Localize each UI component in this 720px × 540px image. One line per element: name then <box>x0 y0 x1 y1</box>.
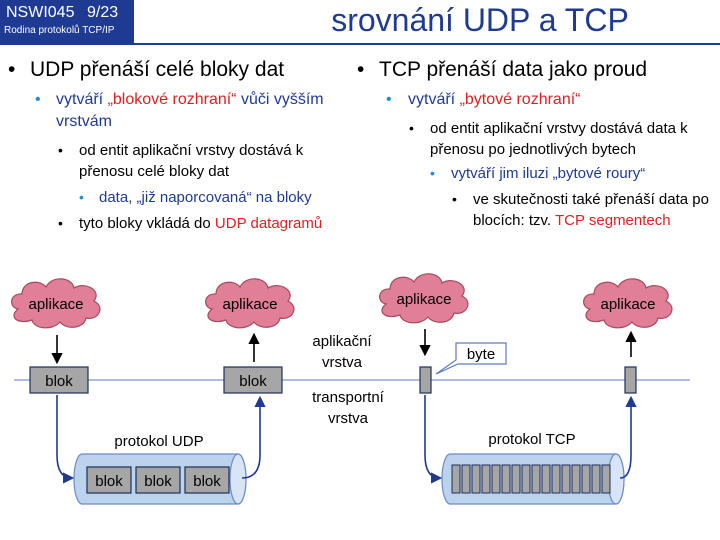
tcp-byte-cell <box>571 464 581 494</box>
tcp-item-1-sub: vytváří jim iluzi „bytové roury“ <box>451 165 646 182</box>
udp-item-1-sub: data, „již naporcovaná“ na bloky <box>99 189 312 206</box>
tcp-send-byte <box>419 366 432 394</box>
layer-transport-label: transportní <box>312 389 385 406</box>
cloud-app-udp-receiver: aplikace <box>204 278 295 329</box>
udp-protocol-label: protokol UDP <box>114 433 203 450</box>
bullet-dot: • <box>452 191 457 207</box>
bullet-dot: • <box>8 58 16 81</box>
app-label: aplikace <box>28 296 83 313</box>
block-label: blok <box>95 473 123 490</box>
app-label: aplikace <box>222 296 277 313</box>
cloud-app-tcp-receiver: aplikace <box>582 278 673 329</box>
block-label: blok <box>144 473 172 490</box>
tcp-byte-cell <box>501 464 511 494</box>
tcp-item-1-sub-sub: ve skutečnosti také přenáší data po bloc… <box>473 189 718 231</box>
udp-item-1: od entit aplikační vrstvy dostává k přen… <box>79 142 304 180</box>
udp-pipe-block: blok <box>184 466 230 494</box>
tcp-segment-highlight: TCP segmentech <box>554 212 671 229</box>
tcp-protocol-label: protokol TCP <box>488 431 575 448</box>
udp-item-2-prefix: tyto bloky vkládá do <box>79 215 215 232</box>
byte-label: byte <box>467 346 495 363</box>
tcp-byte-cell <box>531 464 541 494</box>
slide-number: 9/23 <box>87 4 119 21</box>
tcp-byte-cell <box>521 464 531 494</box>
udp-item-2-highlight: UDP datagramů <box>214 215 323 232</box>
udp-send-path-arrow <box>56 395 75 484</box>
tcp-item-1: od entit aplikační vrstvy dostává data k… <box>430 120 688 158</box>
tcp-byte-cell <box>451 464 461 494</box>
block-label: blok <box>193 473 221 490</box>
layer-transport-label: vrstva <box>328 410 369 427</box>
tcp-byte-cell <box>601 464 611 494</box>
tcp-receive-byte <box>624 366 637 394</box>
tcp-segment-prefix: ve skutečnosti také přenáší data po bloc… <box>473 191 709 229</box>
tcp-byte-cell <box>511 464 521 494</box>
bullet-dot: • <box>409 120 414 136</box>
layer-app-label: aplikační <box>312 333 372 350</box>
udp-pipe-block: blok <box>135 466 181 494</box>
cloud-app-tcp-sender: aplikace <box>378 273 469 324</box>
udp-receive-path-arrow <box>241 395 266 479</box>
slide-title: srovnání UDP a TCP <box>331 2 629 38</box>
tcp-send-path-arrow <box>424 395 443 484</box>
tcp-byte-cell <box>551 464 561 494</box>
tcp-byte-cell <box>461 464 471 494</box>
block-label: blok <box>239 373 267 390</box>
udp-interface-highlight: „blokové rozhraní“ <box>107 91 237 108</box>
tcp-byte-cell <box>591 464 601 494</box>
bullet-dot: • <box>35 91 41 108</box>
udp-bullet: UDP přenáší celé bloky dat <box>30 58 285 81</box>
bullet-dot: • <box>357 58 365 81</box>
title-rule <box>0 43 720 45</box>
tcp-interface-text: vytváří „bytové rozhraní“ <box>408 89 708 111</box>
tcp-byte-cell <box>491 464 501 494</box>
header-badge: NSWI045 9/23 Rodina protokolů TCP/IP <box>0 0 134 43</box>
tcp-byte-cell <box>541 464 551 494</box>
byte-callout: byte <box>435 342 507 375</box>
tcp-pipe-bytes <box>451 464 611 494</box>
udp-interface-text: vytváří „blokové rozhraní“ vůči vyšším v… <box>56 89 326 133</box>
udp-interface-suffix: vůči vyšším vrstvám <box>56 91 324 130</box>
tcp-interface-prefix: vytváří <box>408 91 460 108</box>
tcp-interface-highlight: „bytové rozhraní“ <box>459 91 581 108</box>
tcp-receive-path-arrow <box>619 395 637 479</box>
bullet-dot: • <box>430 165 435 181</box>
app-label: aplikace <box>600 296 655 313</box>
bullet-dot: • <box>58 142 63 158</box>
course-subtitle: Rodina protokolů TCP/IP <box>4 25 115 36</box>
udp-item-2: tyto bloky vkládá do UDP datagramů <box>79 213 369 234</box>
udp-pipe-block: blok <box>86 466 132 494</box>
tcp-byte-cell <box>481 464 491 494</box>
course-code: NSWI045 <box>6 4 75 21</box>
bullet-dot: • <box>58 215 63 231</box>
udp-send-block: blok <box>29 366 89 394</box>
udp-interface-prefix: vytváří <box>56 91 108 108</box>
app-label: aplikace <box>396 291 451 308</box>
tcp-byte-cell <box>561 464 571 494</box>
block-label: blok <box>45 373 73 390</box>
tcp-byte-cell <box>471 464 481 494</box>
udp-receive-block: blok <box>223 366 283 394</box>
tcp-bullet: TCP přenáší data jako proud <box>379 58 648 81</box>
bullet-dot: • <box>79 189 84 205</box>
cloud-app-udp-sender: aplikace <box>10 278 101 329</box>
layer-app-label: vrstva <box>322 354 363 371</box>
tcp-byte-cell <box>581 464 591 494</box>
bullet-dot: • <box>386 91 392 108</box>
